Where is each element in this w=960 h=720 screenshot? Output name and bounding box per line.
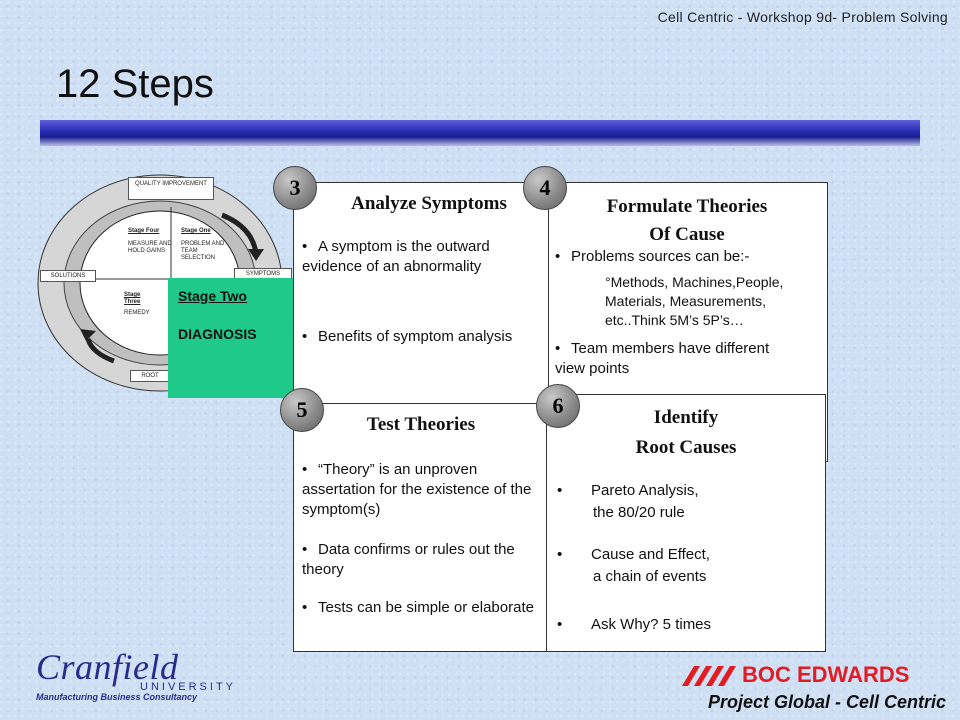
stage-two-subtitle: DIAGNOSIS xyxy=(178,326,257,342)
step-6-bullet-3-text: Ask Why? 5 times xyxy=(591,616,712,633)
step-3-number-badge: 3 xyxy=(273,166,317,210)
bullet-dot-icon: • xyxy=(302,541,308,558)
step-3-bullet-2-text: Benefits of symptom analysis xyxy=(318,328,513,345)
step-4-bullet-1: • Problems sources can be:- xyxy=(555,247,825,267)
step-5-bullet-3: • Tests can be simple or elaborate xyxy=(302,598,544,618)
stage-four-label: Stage Four MEASURE AND HOLD GAINS xyxy=(128,228,174,255)
step-4-title-line1: Formulate Theories xyxy=(606,196,768,217)
step-4-bullet-2-text: Team members have different view points xyxy=(555,340,770,377)
root-box: ROOT xyxy=(130,370,170,382)
step-3-bullet-2: • Benefits of symptom analysis xyxy=(302,327,542,347)
bullet-dot-icon: • xyxy=(555,248,561,265)
stage-four-title: Stage Four xyxy=(128,228,160,234)
step-5-bullet-2-text: Data confirms or rules out the theory xyxy=(302,541,515,578)
step-6-bullet-2: • Cause and Effect, a chain of events xyxy=(557,545,817,587)
step-5-bullet-1-text: “Theory” is an unproven assertation for … xyxy=(302,461,532,518)
step-6-bullet-1-text: Pareto Analysis, xyxy=(591,482,699,499)
step-6-bullet-3: • Ask Why? 5 times xyxy=(557,615,817,635)
step-4-bullet-2: •Team members have different view points xyxy=(555,339,785,379)
stage-one-title: Stage One xyxy=(181,228,211,234)
bullet-dot-icon: • xyxy=(302,328,308,345)
cranfield-university: UNIVERSITY xyxy=(140,681,237,693)
step-6-number-badge: 6 xyxy=(536,384,580,428)
step-5-bullet-3-text: Tests can be simple or elaborate xyxy=(318,599,534,616)
step-6-box: Identify Root Causes • Pareto Analysis, t… xyxy=(546,394,826,652)
step-6-bullet-1: • Pareto Analysis, the 80/20 rule xyxy=(557,481,817,523)
stage-one-label: Stage One PROBLEM AND TEAM SELECTION xyxy=(181,228,233,262)
title-rule xyxy=(40,120,920,146)
cranfield-sub: Manufacturing Business Consultancy xyxy=(36,692,198,702)
step-5-bullet-1: •“Theory” is an unproven assertation for… xyxy=(302,460,544,520)
boc-stripes-icon xyxy=(682,666,736,686)
step-4-bullet-1-text: Problems sources can be:- xyxy=(571,248,750,265)
header-title: Cell Centric - Workshop 9d- Problem Solv… xyxy=(657,9,948,25)
stage-two-label: Stage Two xyxy=(178,288,247,304)
step-6-title-line1: Identify xyxy=(653,407,719,428)
stage-three-title: Stage Three xyxy=(124,292,141,305)
curved-arrow-icon xyxy=(80,212,264,364)
footer-text: Project Global - Cell Centric xyxy=(707,692,946,712)
quality-improvement-box: QUALITY IMPROVEMENT xyxy=(128,177,214,200)
step-4-title: Formulate Theories Of Cause xyxy=(547,193,827,249)
bullet-dot-icon: • xyxy=(302,599,308,616)
bullet-dot-icon: • xyxy=(557,546,563,563)
solutions-box: SOLUTIONS xyxy=(40,270,96,282)
step-5-bullet-2: •Data confirms or rules out the theory xyxy=(302,540,544,580)
bullet-dot-icon: • xyxy=(302,238,308,255)
step-3-bullet-1-text: A symptom is the outward evidence of an … xyxy=(302,238,490,275)
page-title: 12 Steps xyxy=(56,62,214,106)
step-3-title: Analyze Symptoms xyxy=(351,193,507,214)
step-4-sub-note: °Methods, Machines,People, Materials, Me… xyxy=(605,274,784,328)
cranfield-logo: Cranfield UNIVERSITY Manufacturing Busin… xyxy=(36,647,233,702)
bullet-dot-icon: • xyxy=(302,461,308,478)
step-6-bullet-2-note: a chain of events xyxy=(593,568,707,585)
step-3-box: Analyze Symptoms •A symptom is the outwa… xyxy=(293,182,549,404)
step-5-number-badge: 5 xyxy=(280,388,324,432)
step-6-bullet-2-text: Cause and Effect, xyxy=(591,546,710,563)
cranfield-name: Cranfield xyxy=(36,647,179,687)
boc-edwards-text: BOC EDWARDS xyxy=(742,662,910,687)
bullet-dot-icon: • xyxy=(557,616,563,633)
step-4-number-badge: 4 xyxy=(523,166,567,210)
stage-three-text: REMEDY xyxy=(124,310,150,316)
stage-two-diagnosis-panel: Stage Two DIAGNOSIS xyxy=(168,278,294,398)
bullet-dot-icon: • xyxy=(555,340,561,357)
step-4-title-line2: Of Cause xyxy=(649,224,725,245)
stage-four-text: MEASURE AND HOLD GAINS xyxy=(128,241,172,254)
step-6-bullet-1-note: the 80/20 rule xyxy=(593,504,685,521)
step-5-title: Test Theories xyxy=(366,414,476,435)
step-6-title: Identify Root Causes xyxy=(547,403,825,463)
stage-one-text: PROBLEM AND TEAM SELECTION xyxy=(181,241,225,261)
bullet-dot-icon: • xyxy=(557,482,563,499)
step-3-bullet-1: •A symptom is the outward evidence of an… xyxy=(302,237,542,277)
stage-three-label: Stage Three REMEDY xyxy=(124,292,150,317)
step-5-box: Test Theories •“Theory” is an unproven a… xyxy=(293,403,549,652)
step-6-title-line2: Root Causes xyxy=(635,437,737,458)
